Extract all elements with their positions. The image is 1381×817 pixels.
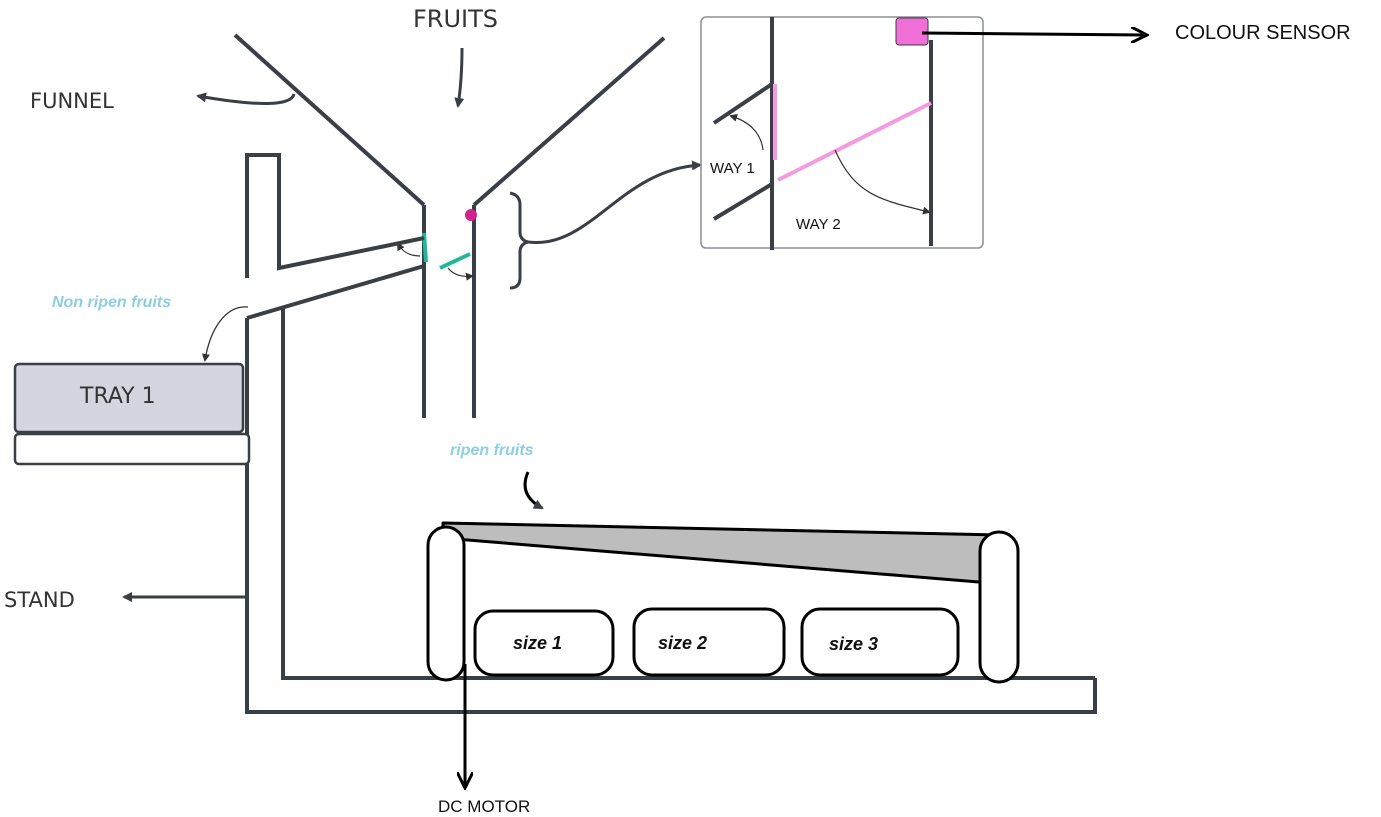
label-fruits: FRUITS [413, 5, 498, 33]
conveyor-roller-left [426, 525, 466, 682]
label-dc-motor: DC MOTOR [438, 797, 530, 816]
label-way-1: WAY 1 [710, 160, 755, 177]
zoom-arrow [527, 160, 702, 245]
fruits-arrow [454, 47, 465, 108]
funnel [233, 33, 666, 418]
label-size-1: size 1 [513, 633, 562, 653]
flap-arrow-right [447, 267, 474, 281]
tray-1 [13, 362, 245, 434]
non-ripen-arrow [202, 306, 249, 362]
bin-size-2 [632, 607, 786, 677]
bracket [509, 191, 529, 290]
colour-sensor [895, 17, 929, 46]
bin-size-1 [473, 609, 615, 677]
label-funnel: FUNNEL [30, 89, 114, 113]
conveyor [426, 521, 1020, 684]
zoom-box [700, 16, 984, 249]
label-size-3: size 3 [829, 634, 878, 654]
zoom-box-walls [712, 17, 933, 250]
funnel-arrow [196, 92, 296, 106]
flap-way-2 [777, 101, 932, 182]
label-tray-1: TRAY 1 [79, 384, 156, 409]
label-ripen: ripen fruits [450, 442, 534, 459]
colour-sensor-arrow [921, 33, 1145, 35]
conveyor-roller-right [978, 530, 1020, 684]
way-1-arrow [729, 113, 764, 151]
tray-1-base [13, 432, 251, 466]
flap-arrow-left [396, 242, 421, 257]
label-stand: STAND [4, 588, 75, 612]
ripen-arrow [523, 471, 544, 510]
label-way-2: WAY 2 [796, 216, 841, 233]
conveyor-belt [441, 521, 1017, 587]
bin-size-3 [800, 607, 960, 677]
label-non-ripen: Non ripen fruits [52, 294, 171, 311]
way-2-arrow [834, 149, 931, 215]
label-size-2: size 2 [658, 633, 707, 653]
funnel-sensor-dot [465, 209, 477, 221]
stand [245, 153, 1097, 714]
sorting-flaps [422, 232, 471, 270]
label-colour-sensor: COLOUR SENSOR [1175, 22, 1351, 44]
